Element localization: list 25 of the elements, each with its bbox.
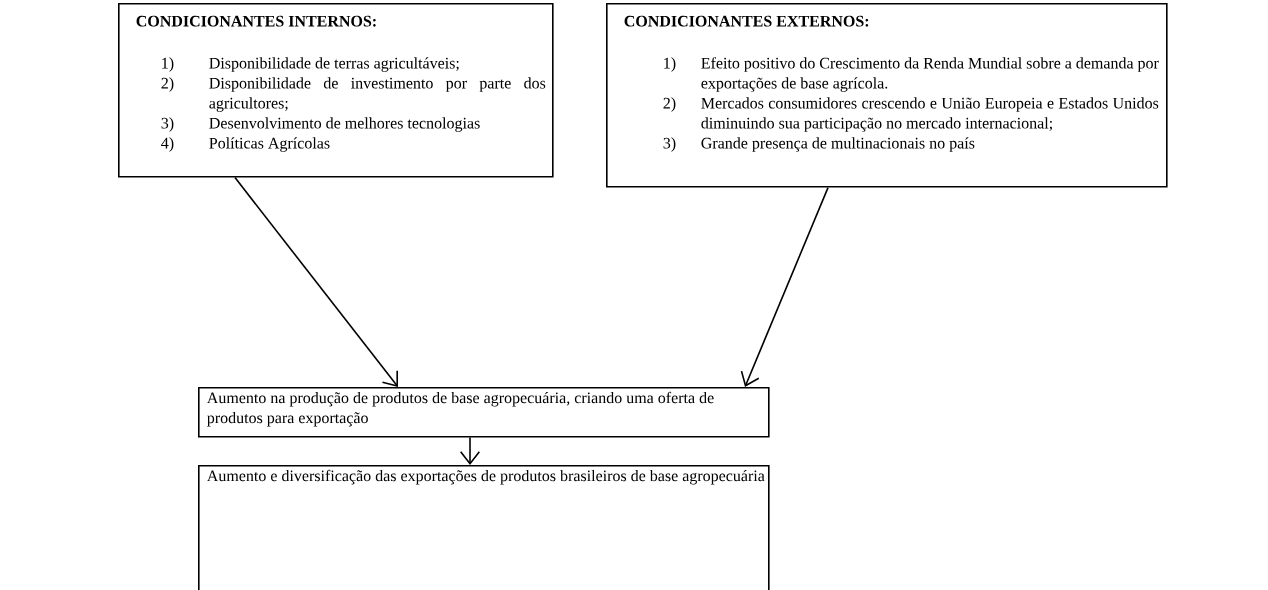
list-number: 2): [161, 77, 174, 92]
list-item: Disponibilidade de investimento por parte dos agricultores;: [209, 77, 546, 112]
process-box: [198, 465, 770, 590]
box-text: Aumento na produção de produtos de base agropecuária, criando uma oferta de produtos para exportação: [206, 391, 714, 427]
heading: CONDICIONANTES INTERNOS:: [136, 15, 376, 27]
list-number: 3): [663, 137, 676, 152]
list-number: 4): [161, 137, 174, 152]
arrow: [234, 176, 398, 387]
factor-box: [118, 3, 554, 178]
list-number: 1): [664, 57, 676, 72]
list-item: Mercados consumidores crescendo e União Europeia e Estados Unidos diminuindo sua participação no mercado internacional;: [701, 97, 1159, 132]
process-box: [198, 387, 770, 438]
list-item: Disponibilidade de terras agricultáveis;: [209, 57, 459, 72]
factor-box: [606, 3, 1168, 188]
list-number: 2): [663, 97, 676, 112]
list-number: 1): [162, 57, 174, 72]
list-item: Políticas Agrícolas: [209, 137, 330, 152]
list-item: Grande presença de multinacionais no país: [701, 137, 975, 152]
arrow: [740, 186, 829, 387]
list-number: 3): [161, 117, 174, 132]
box-text: Aumento e diversificação das exportações de produtos brasileiros de base agropecuária: [206, 469, 765, 485]
list-item: Desenvolvimento de melhores tecnologias: [209, 117, 480, 132]
list-item: Efeito positivo do Crescimento da Renda Mundial sobre a demanda por exportações de base agrícola.: [701, 57, 1159, 92]
heading: CONDICIONANTES EXTERNOS:: [624, 15, 869, 27]
arrow: [459, 436, 481, 465]
